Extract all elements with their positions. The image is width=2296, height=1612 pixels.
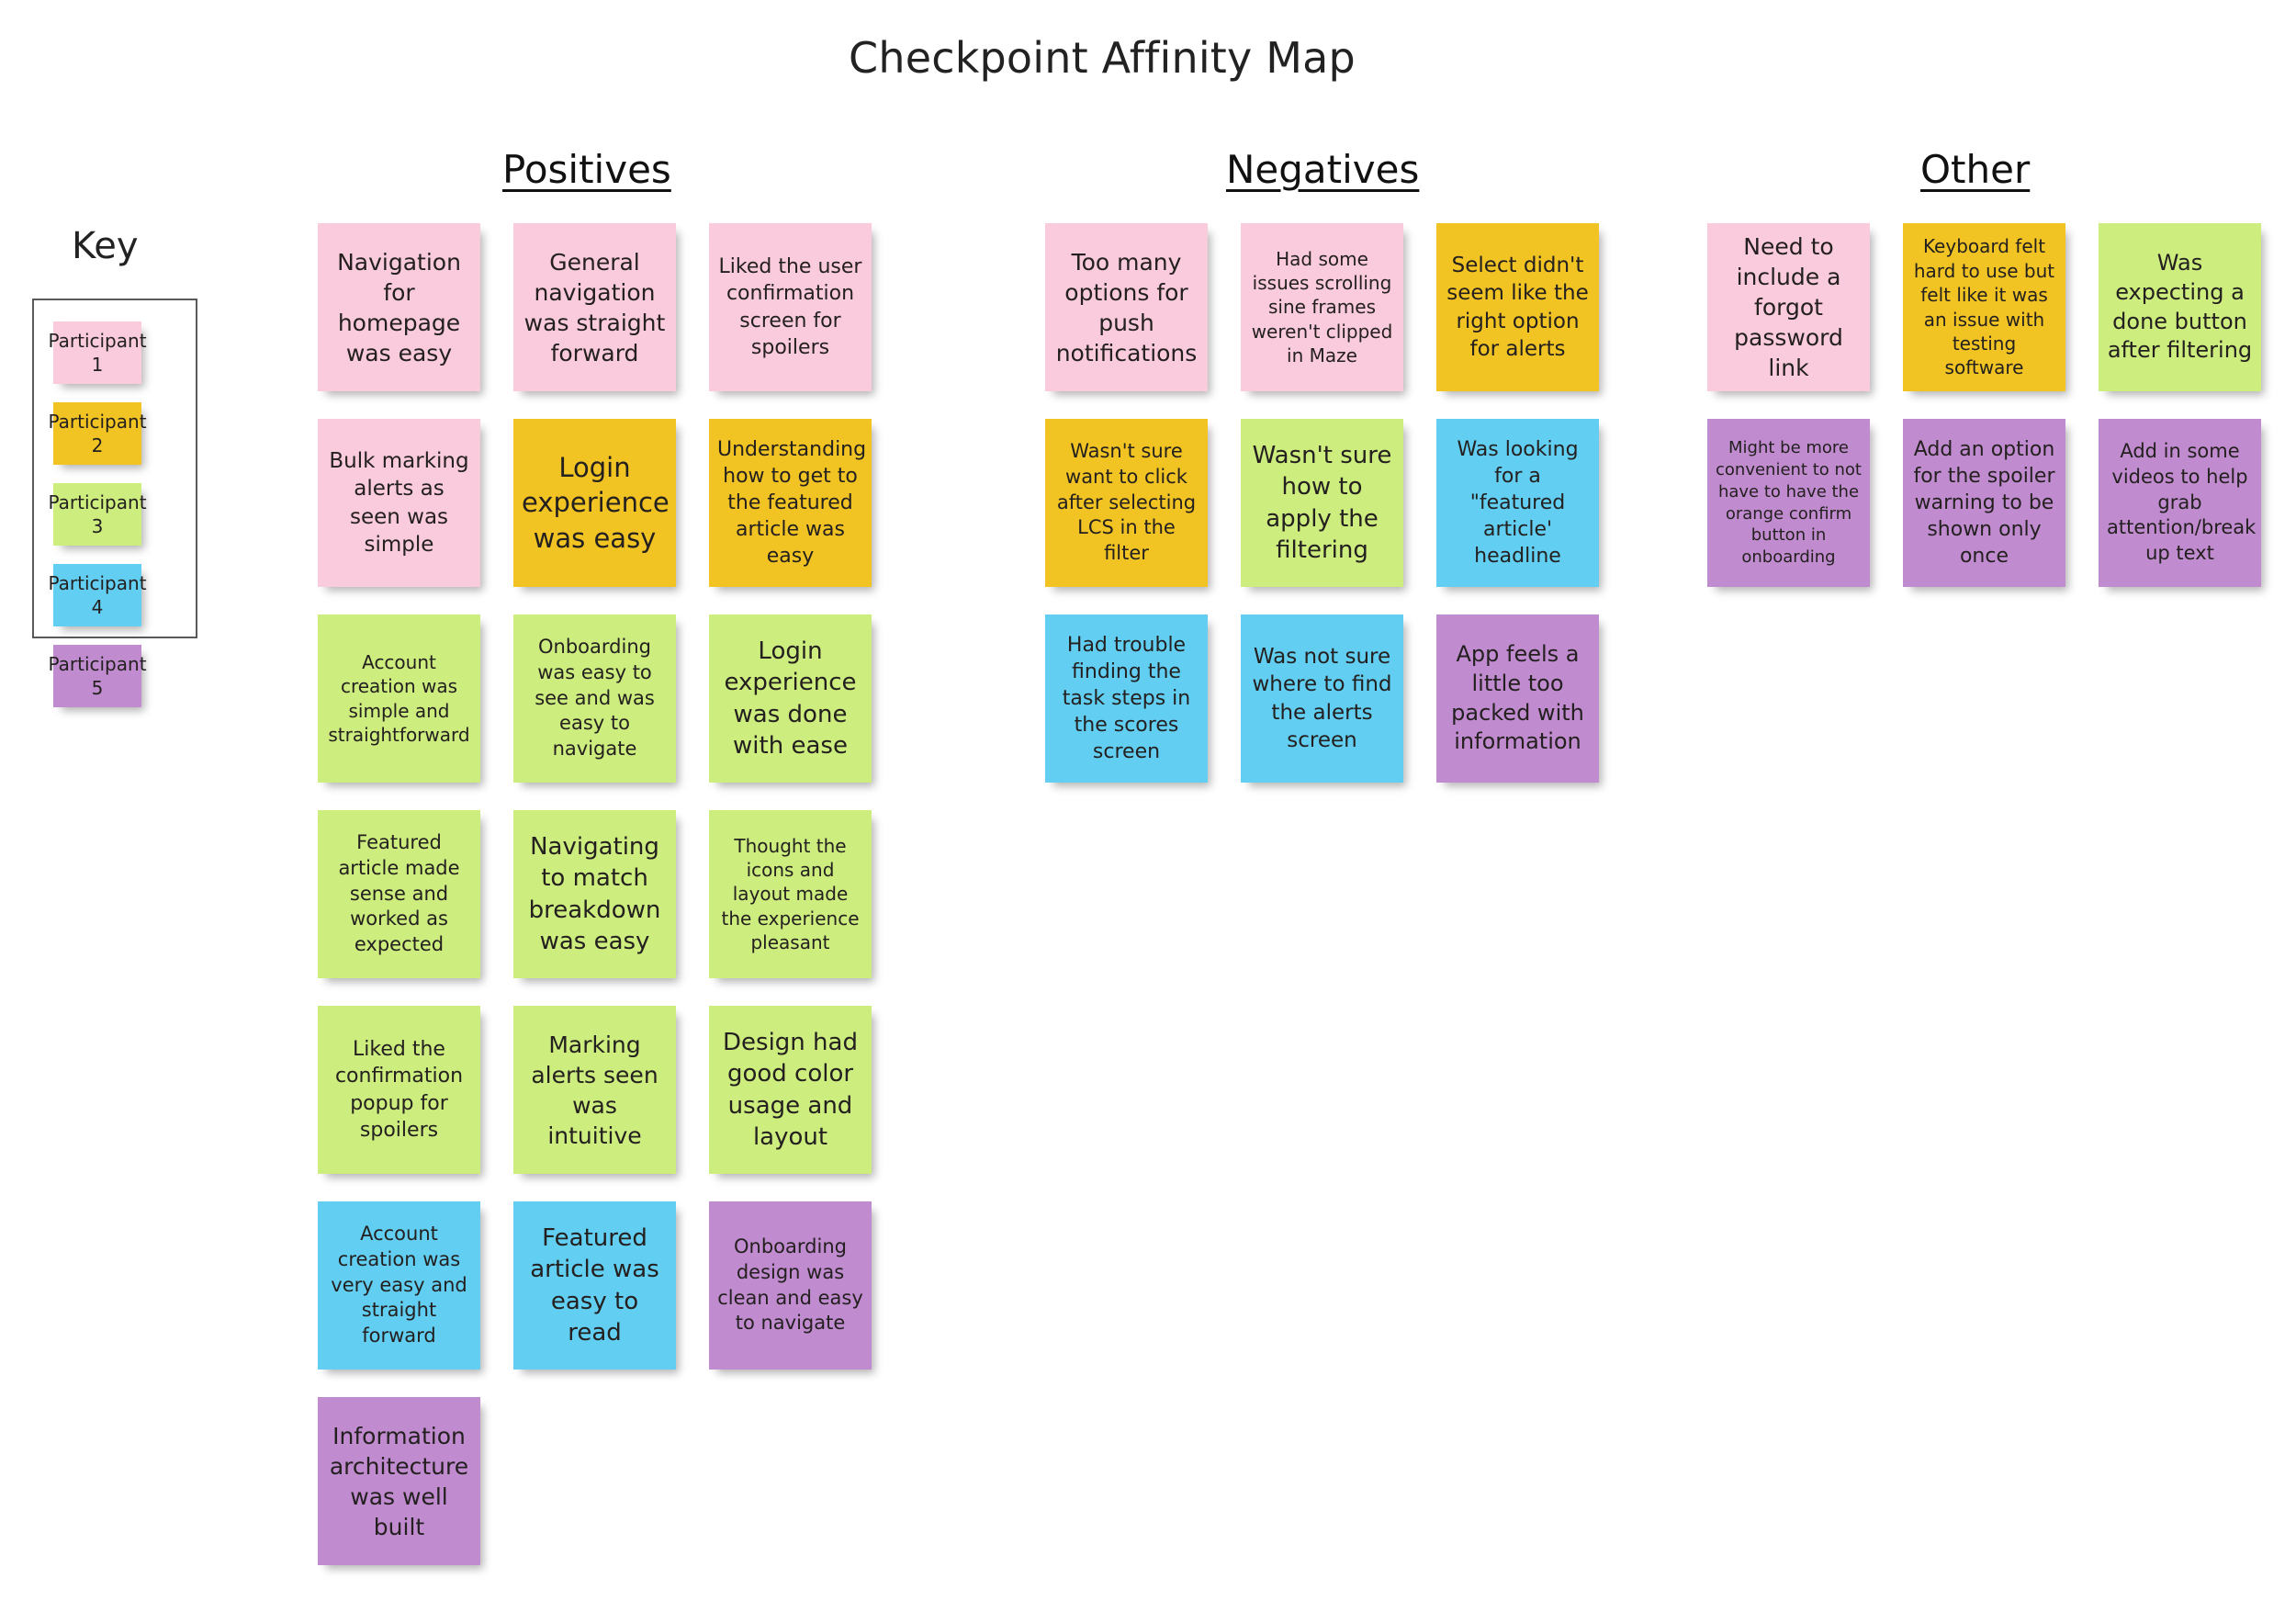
key-swatch-label: Participant 1 [48,330,147,376]
sticky-note-text: Account creation was simple and straight… [328,650,470,746]
sticky-note[interactable]: Had trouble finding the task steps in th… [1045,614,1208,783]
sticky-note[interactable]: Account creation was simple and straight… [318,614,480,783]
sticky-note-text: Marking alerts seen was intuitive [531,1031,658,1149]
sticky-note[interactable]: Add an option for the spoiler warning to… [1903,419,2065,587]
sticky-note[interactable]: Design had good color usage and layout [709,1006,872,1174]
sticky-note[interactable]: Wasn't sure want to click after selectin… [1045,419,1208,587]
sticky-note-text: Might be more convenient to not have to … [1716,438,1862,567]
key-swatch-participant-2: Participant 2 [48,402,147,465]
sticky-note[interactable]: Featured article was easy to read [513,1201,676,1370]
sticky-note-text: Add in some videos to help grab attentio… [2107,440,2257,565]
sticky-note[interactable]: App feels a little too packed with infor… [1436,614,1599,783]
sticky-note[interactable]: Need to include a forgot password link [1707,223,1870,391]
sticky-note-text: Was not sure where to find the alerts sc… [1252,644,1392,752]
sticky-note[interactable]: Account creation was very easy and strai… [318,1201,480,1370]
sticky-note-text: Thought the icons and layout made the ex… [721,834,860,954]
key-swatch-participant-4: Participant 4 [48,564,147,626]
sticky-note-text: Need to include a forgot password link [1734,233,1843,381]
sticky-note-text: Information architecture was well built [329,1422,469,1540]
sticky-note-text: App feels a little too packed with infor… [1451,641,1584,755]
sticky-note[interactable]: Understanding how to get to the featured… [709,419,872,587]
sticky-note-text: Was expecting a done button after filter… [2107,250,2253,364]
sticky-note[interactable]: Was expecting a done button after filter… [2099,223,2261,391]
sticky-note-text: Liked the user confirmation screen for s… [718,255,862,359]
sticky-note[interactable]: Information architecture was well built [318,1397,480,1565]
sticky-note-text: Too many options for push notifications [1055,248,1198,366]
page-title: Checkpoint Affinity Map [849,33,1356,83]
sticky-note[interactable]: Liked the user confirmation screen for s… [709,223,872,391]
sticky-note[interactable]: Was looking for a "featured article' hea… [1436,419,1599,587]
sticky-note-text: Login experience was done with ease [724,637,857,760]
sticky-note-text: Onboarding was easy to see and was easy … [535,636,655,761]
sticky-note[interactable]: Login experience was easy [513,419,676,587]
sticky-note[interactable]: Thought the icons and layout made the ex… [709,810,872,978]
column-header-negatives: Negatives [1226,147,1420,192]
key-swatch-participant-5: Participant 5 [48,645,147,707]
sticky-note[interactable]: Was not sure where to find the alerts sc… [1241,614,1403,783]
key-title: Key [72,225,139,267]
sticky-note[interactable]: Select didn't seem like the right option… [1436,223,1599,391]
column-header-positives: Positives [502,147,671,192]
sticky-note[interactable]: Liked the confirmation popup for spoiler… [318,1006,480,1174]
sticky-note-text: Bulk marking alerts as seen was simple [329,448,469,557]
sticky-note[interactable]: Bulk marking alerts as seen was simple [318,419,480,587]
key-swatch-participant-1: Participant 1 [48,321,147,384]
sticky-note[interactable]: Onboarding design was clean and easy to … [709,1201,872,1370]
column-header-other: Other [1920,147,2031,192]
sticky-note[interactable]: Navigation for homepage was easy [318,223,480,391]
sticky-note-text: Wasn't sure how to apply the filtering [1252,441,1392,564]
sticky-note[interactable]: Login experience was done with ease [709,614,872,783]
sticky-note-text: Understanding how to get to the featured… [717,437,867,569]
sticky-note-text: Featured article was easy to read [530,1223,659,1347]
sticky-note-text: Design had good color usage and layout [723,1028,858,1151]
key-swatch-label: Participant 4 [48,572,147,618]
key-swatch-label: Participant 2 [48,411,147,457]
sticky-note-text: Navigation for homepage was easy [337,248,461,366]
sticky-note[interactable]: Too many options for push notifications [1045,223,1208,391]
sticky-note[interactable]: General navigation was straight forward [513,223,676,391]
sticky-note-text: Keyboard felt hard to use but felt like … [1913,235,2055,379]
sticky-note-text: General navigation was straight forward [523,248,666,366]
sticky-note-text: Account creation was very easy and strai… [331,1223,467,1347]
key-swatch-label: Participant 5 [48,653,147,699]
sticky-note[interactable]: Keyboard felt hard to use but felt like … [1903,223,2065,391]
sticky-note-text: Featured article made sense and worked a… [338,831,460,956]
sticky-note[interactable]: Navigating to match breakdown was easy [513,810,676,978]
sticky-note[interactable]: Onboarding was easy to see and was easy … [513,614,676,783]
sticky-note-text: Navigating to match breakdown was easy [528,832,661,955]
key-swatch-participant-3: Participant 3 [48,483,147,546]
sticky-note[interactable]: Add in some videos to help grab attentio… [2099,419,2261,587]
sticky-note[interactable]: Might be more convenient to not have to … [1707,419,1870,587]
sticky-note[interactable]: Marking alerts seen was intuitive [513,1006,676,1174]
sticky-note-text: Select didn't seem like the right option… [1446,253,1589,361]
sticky-note-text: Had some issues scrolling sine frames we… [1251,247,1393,367]
sticky-note-text: Had trouble finding the task steps in th… [1062,633,1191,764]
sticky-note-text: Add an option for the spoiler warning to… [1913,437,2055,569]
key-swatch-label: Participant 3 [48,491,147,537]
sticky-note-text: Wasn't sure want to click after selectin… [1056,440,1197,565]
sticky-note[interactable]: Featured article made sense and worked a… [318,810,480,978]
sticky-note[interactable]: Wasn't sure how to apply the filtering [1241,419,1403,587]
sticky-note-text: Onboarding design was clean and easy to … [717,1235,863,1335]
sticky-note[interactable]: Had some issues scrolling sine frames we… [1241,223,1403,391]
sticky-note-text: Was looking for a "featured article' hea… [1457,437,1579,569]
sticky-note-text: Liked the confirmation popup for spoiler… [334,1038,464,1142]
sticky-note-text: Login experience was easy [522,452,670,554]
